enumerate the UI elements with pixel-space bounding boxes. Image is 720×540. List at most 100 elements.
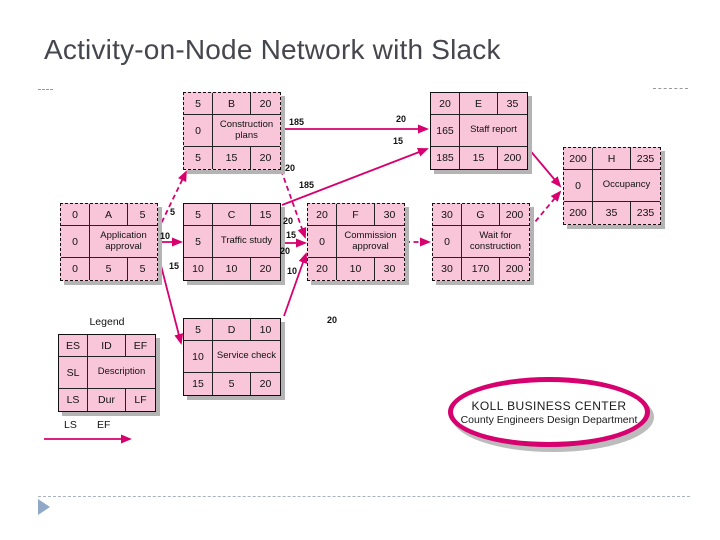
node-c-sl: 5 — [184, 226, 213, 258]
edge-label-4: 185 — [299, 180, 315, 190]
dashed-divider-top-right — [653, 88, 688, 89]
node-h-id: H — [593, 148, 631, 170]
edge-label-6: 10 — [160, 231, 171, 241]
edge-a-b — [157, 170, 187, 231]
node-e-es: 20 — [431, 93, 460, 115]
edge-label-3: 20 — [285, 163, 296, 173]
legend-node: ES ID EF SL Description LS Dur LF — [58, 334, 156, 412]
edge-label-9: 15 — [286, 230, 297, 240]
edge-label-0: 185 — [289, 117, 305, 127]
node-g-id: G — [462, 204, 500, 226]
node-f-ef: 30 — [375, 204, 404, 226]
node-e-dur: 15 — [460, 147, 498, 169]
legend-arrow-ef-label: EF — [97, 419, 111, 431]
node-a-desc: Application approval — [90, 226, 157, 258]
legend-ef-label: EF — [126, 335, 155, 357]
legend-sl-label: SL — [59, 357, 88, 389]
legend-title: Legend — [89, 316, 125, 328]
edge-label-10: 20 — [280, 246, 291, 256]
node-a-sl: 0 — [61, 226, 90, 258]
node-c-ls: 10 — [184, 258, 213, 280]
node-d-sl: 10 — [184, 341, 213, 373]
stamp-oval: KOLL BUSINESS CENTER County Engineers De… — [448, 377, 650, 447]
node-e-ef: 35 — [498, 93, 527, 115]
node-c-lf: 20 — [259, 263, 272, 275]
node-g-dur: 170 — [462, 258, 500, 280]
node-b-id: B — [213, 93, 251, 115]
edge-label-2: 15 — [393, 136, 404, 146]
node-g-es: 30 — [433, 204, 462, 226]
node-h-lf: 235 — [636, 207, 655, 219]
node-f-es: 20 — [308, 204, 337, 226]
node-g-ef: 200 — [500, 204, 529, 226]
node-e-desc: Staff report — [460, 115, 527, 147]
node-f-lf: 30 — [383, 263, 396, 275]
edge-label-12: 20 — [327, 315, 338, 325]
legend-es-label: ES — [59, 335, 88, 357]
node-f-desc: Commission approval — [337, 226, 404, 258]
node-h-sl: 0 — [564, 170, 593, 202]
node-a-ls: 0 — [61, 258, 90, 280]
stamp-line2: County Engineers Design Department — [460, 413, 638, 426]
node-a-es: 0 — [61, 204, 90, 226]
edge-label-11: 10 — [287, 266, 298, 276]
node-d-lf: 20 — [259, 378, 272, 390]
dashed-divider-bottom — [38, 496, 690, 497]
node-h-desc: Occupancy — [593, 170, 660, 202]
node-h-ls: 200 — [564, 202, 593, 224]
node-b-ef: 20 — [251, 93, 280, 115]
node-h-es: 200 — [564, 148, 593, 170]
node-b-dur: 15 — [213, 147, 251, 169]
node-e-sl: 165 — [431, 115, 460, 147]
node-a-id: A — [90, 204, 128, 226]
edge-c-e — [281, 148, 429, 206]
node-b-ls: 5 — [184, 147, 213, 169]
edge-e-h — [527, 147, 562, 188]
legend-desc-label: Description — [88, 357, 155, 389]
node-e-ls: 185 — [431, 147, 460, 169]
slide-title: Activity-on-Node Network with Slack — [44, 34, 501, 65]
node-e-id: E — [460, 93, 498, 115]
node-f-ls: 20 — [308, 258, 337, 280]
legend-ls-label: LS — [59, 389, 88, 411]
node-c-desc: Traffic study — [213, 226, 280, 258]
node-c-ef: 15 — [251, 204, 280, 226]
node-a-lf: 5 — [139, 263, 146, 275]
legend-lf-label: LF — [134, 394, 147, 406]
node-d-ls: 15 — [184, 373, 213, 395]
edge-label-8: 20 — [283, 216, 294, 226]
edge-g-h — [529, 190, 562, 229]
node-f-sl: 0 — [308, 226, 337, 258]
node-d-dur: 5 — [213, 373, 251, 395]
edge-label-7: 15 — [169, 261, 180, 271]
legend-dur-label: Dur — [88, 389, 126, 411]
node-g-sl: 0 — [433, 226, 462, 258]
node-f-id: F — [337, 204, 375, 226]
node-g-ls: 30 — [433, 258, 462, 280]
edge-label-1: 20 — [396, 114, 407, 124]
node-d-ef: 10 — [251, 319, 280, 341]
node-e-lf: 200 — [503, 152, 522, 164]
node-d-es: 5 — [184, 319, 213, 341]
stamp-line1: KOLL BUSINESS CENTER — [471, 398, 627, 413]
node-h-dur: 35 — [593, 202, 631, 224]
node-c-id: C — [213, 204, 251, 226]
node-b-sl: 0 — [184, 115, 213, 147]
node-b-lf: 20 — [259, 152, 272, 164]
node-g-desc: Wait for construction — [462, 226, 529, 258]
node-h-ef: 235 — [631, 148, 660, 170]
node-b-es: 5 — [184, 93, 213, 115]
node-f-dur: 10 — [337, 258, 375, 280]
node-d-desc: Service check — [213, 341, 280, 373]
legend-arrow-ls-label: LS — [64, 419, 77, 431]
node-d-id: D — [213, 319, 251, 341]
node-b-desc: Construction plans — [213, 115, 280, 147]
